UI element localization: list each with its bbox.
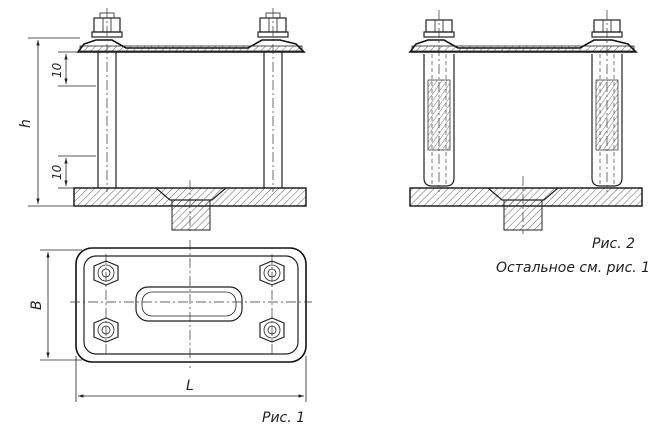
label-B: B — [29, 300, 45, 310]
dimension-h — [28, 37, 80, 207]
nut-top-right — [259, 260, 285, 286]
fig2-front-view — [408, 10, 643, 234]
dimension-B — [40, 249, 82, 361]
fig2-top-clamp-hatch — [411, 45, 635, 52]
fig2-right-sleeve — [591, 10, 623, 192]
label-bottom-10: 10 — [50, 164, 64, 180]
label-top-10: 10 — [50, 62, 64, 78]
dimension-L — [75, 356, 307, 402]
fig1-plan-view: B L Рис. 1 — [29, 240, 312, 426]
nut-top-left — [93, 260, 119, 286]
center-slot — [135, 286, 243, 322]
label-L: L — [186, 378, 194, 394]
nut-bottom-right — [259, 317, 285, 343]
figure1-caption: Рис. 1 — [262, 410, 305, 426]
dimension-bottom-10 — [58, 155, 96, 189]
fig1-front-view: h 10 10 — [18, 8, 307, 232]
plan-inner-plate — [83, 255, 299, 355]
pipe-stub — [171, 199, 211, 231]
figure2-note: Остальное см. рис. 1 — [496, 260, 650, 276]
left-bolt — [97, 8, 117, 192]
fig2-left-sleeve — [423, 10, 455, 192]
nut-bottom-left — [93, 317, 119, 343]
label-h: h — [18, 119, 34, 128]
right-bolt — [263, 8, 283, 192]
dimension-top-10 — [58, 51, 96, 87]
top-clamp-hatch — [79, 45, 303, 52]
plan-outer-plate — [75, 247, 307, 363]
figure2-caption: Рис. 2 — [592, 236, 635, 252]
center-slot-inner — [141, 291, 237, 317]
